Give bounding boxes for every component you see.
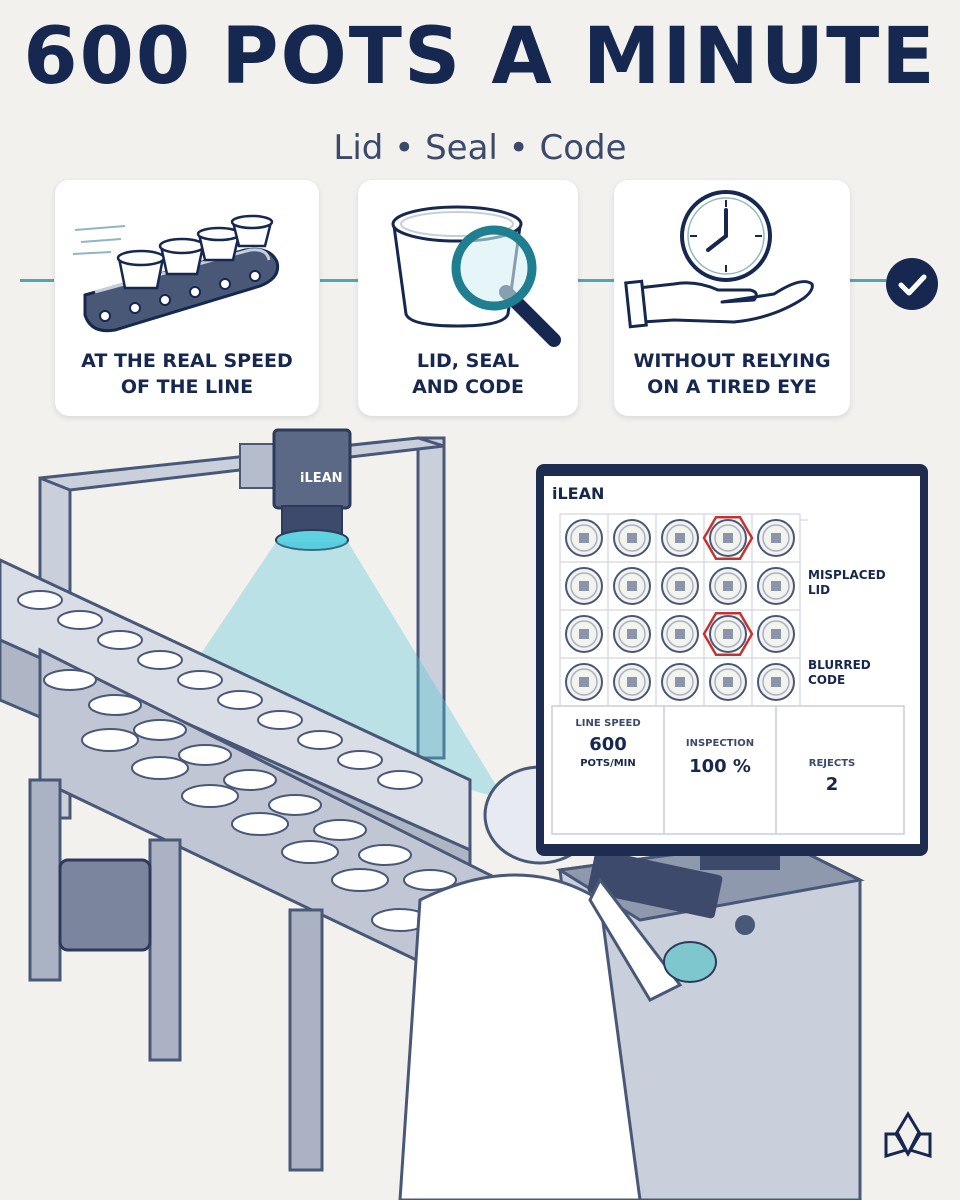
misplaced-lid-note: MISPLACED LID <box>808 568 886 597</box>
pot-magnifier-icon <box>391 205 561 347</box>
rejects-value: 2 <box>825 774 839 795</box>
screen-brand: iLEAN <box>552 484 605 503</box>
connector-line <box>320 279 358 282</box>
inspection-label: INSPECTION <box>685 738 755 749</box>
feature-card-speed: AT THE REAL SPEED OF THE LINE <box>55 180 319 416</box>
conveyor-pots-icon <box>72 214 280 333</box>
feature-card-inspection: LID, SEAL AND CODE <box>358 180 578 416</box>
connector-line <box>578 279 614 282</box>
line-speed-value: 600 <box>589 734 627 755</box>
line-speed-label: LINE SPEED <box>575 718 641 729</box>
page-title: 600 POTS A MINUTE <box>23 12 937 102</box>
connector-line <box>20 279 54 282</box>
line-speed-unit: POTS/MIN <box>580 758 636 769</box>
page-subtitle: Lid • Seal • Code <box>333 128 627 168</box>
camera-brand-label: iLEAN <box>300 471 343 486</box>
inspection-value: 100 % <box>689 756 751 777</box>
feature-card-reliability: WITHOUT RELYING ON A TIRED EYE <box>614 180 850 416</box>
check-icon <box>886 258 938 310</box>
rejects-label: REJECTS <box>808 758 856 769</box>
connector-line <box>850 279 886 282</box>
hand-clock-icon <box>624 190 814 329</box>
brand-logo-icon <box>884 1111 932 1159</box>
card-label: LID, SEAL AND CODE <box>412 350 524 398</box>
blurred-code-note: BLURRED CODE <box>808 658 871 687</box>
card-label: AT THE REAL SPEED OF THE LINE <box>81 350 293 398</box>
card-label: WITHOUT RELYING ON A TIRED EYE <box>633 350 831 398</box>
inspection-camera <box>239 428 352 551</box>
